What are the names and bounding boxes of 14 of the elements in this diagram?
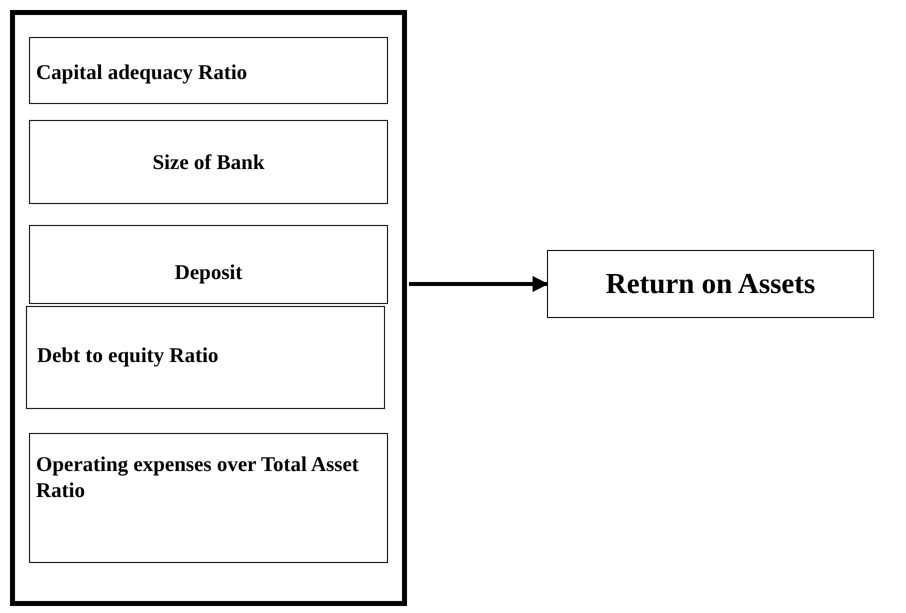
- node-label: Deposit: [174, 259, 244, 286]
- node-label: Return on Assets: [604, 267, 816, 302]
- text-box: [29, 433, 388, 563]
- text-box: [29, 225, 388, 304]
- text-box: [29, 37, 388, 104]
- text-box: [26, 306, 385, 409]
- text-box: [29, 120, 388, 204]
- node-label: Size of Bank: [151, 149, 266, 176]
- node-label: Operating expenses over Total Asset Ratio: [36, 451, 360, 504]
- node-label: Debt to equity Ratio: [37, 342, 220, 368]
- text-box: [547, 250, 874, 318]
- group-box: [10, 10, 407, 606]
- node-label: Capital adequacy Ratio: [36, 59, 248, 86]
- arrow: [409, 276, 549, 292]
